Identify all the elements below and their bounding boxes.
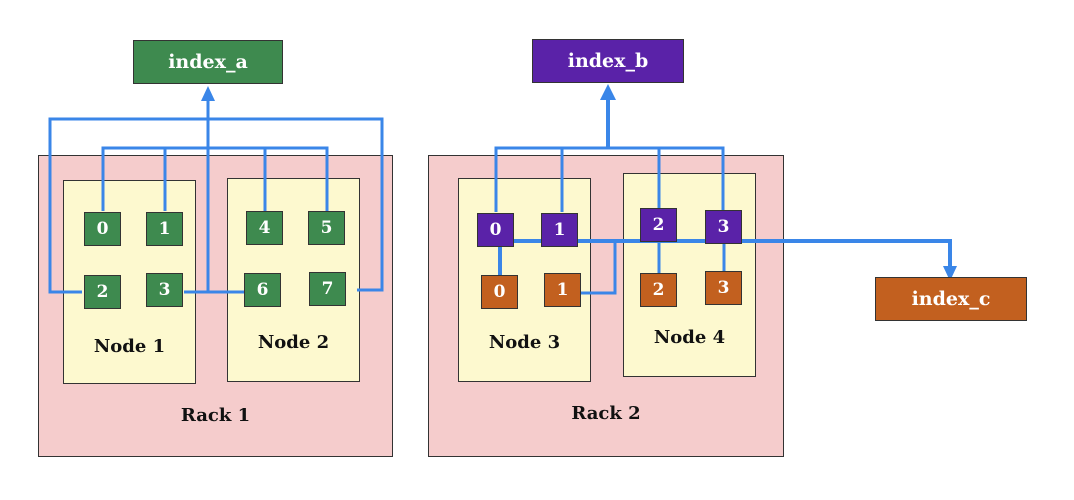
- shard-n2-4: 4: [246, 211, 283, 245]
- shard-n3-b1: 1: [541, 213, 578, 247]
- shard-n4-b2: 2: [640, 208, 677, 242]
- arrowhead-index-a: [201, 86, 215, 101]
- node-4-label: Node 4: [653, 327, 726, 348]
- shard-n4-c2: 2: [640, 273, 677, 307]
- index-a-box: index_a: [133, 40, 283, 84]
- node-1-label: Node 1: [93, 336, 166, 357]
- shard-n1-2: 2: [84, 275, 121, 309]
- shard-n1-3: 3: [146, 273, 183, 307]
- node-3-label: Node 3: [488, 332, 561, 353]
- rack-2-label: Rack 2: [571, 403, 641, 424]
- rack-1-label: Rack 1: [180, 405, 251, 426]
- shard-n2-7: 7: [309, 272, 346, 306]
- shard-n3-b0: 0: [477, 213, 514, 247]
- node-2-label: Node 2: [257, 332, 330, 353]
- shard-n4-c3: 3: [705, 271, 742, 305]
- shard-n1-0: 0: [84, 212, 121, 246]
- shard-n2-5: 5: [308, 211, 345, 245]
- shard-n4-b3: 3: [705, 210, 742, 244]
- index-c-box: index_c: [875, 277, 1027, 321]
- shard-n1-1: 1: [146, 212, 183, 246]
- index-b-box: index_b: [532, 39, 684, 83]
- shard-n2-6: 6: [244, 273, 281, 307]
- shard-n3-c0: 0: [481, 275, 518, 309]
- shard-n3-c1: 1: [544, 273, 581, 307]
- arrowhead-index-b: [600, 84, 616, 100]
